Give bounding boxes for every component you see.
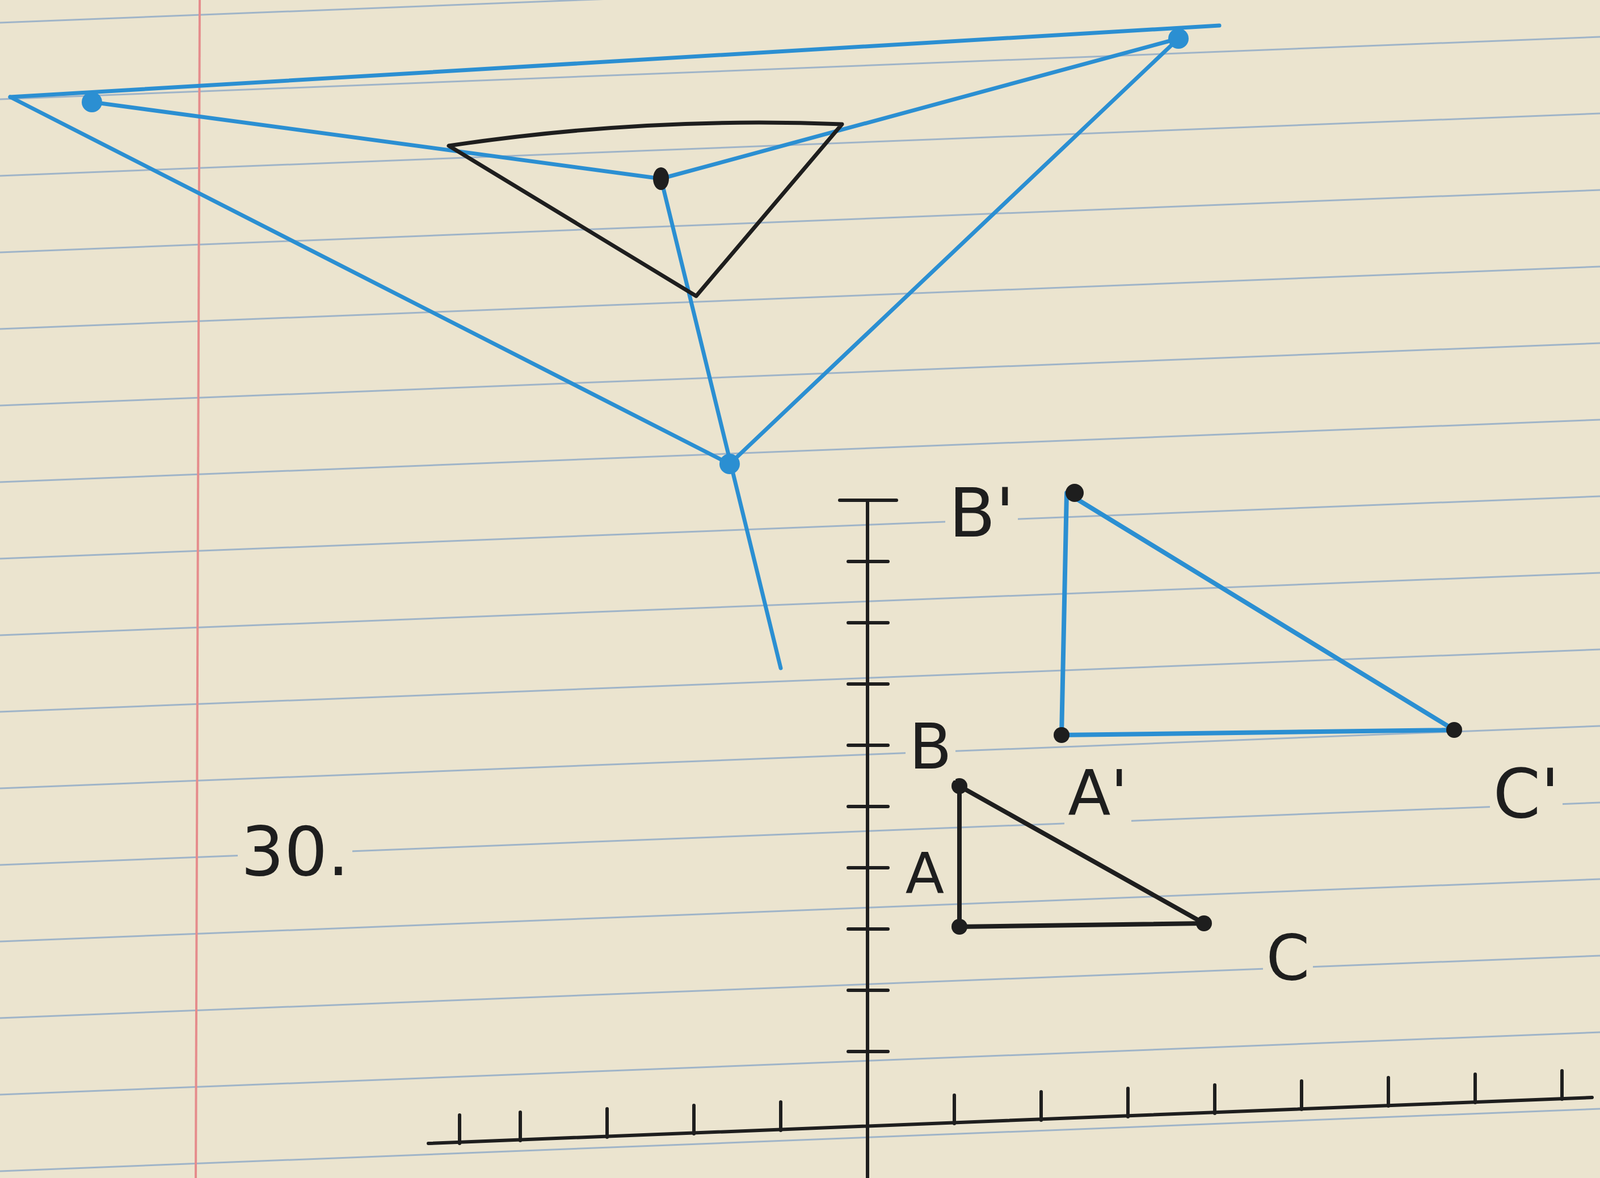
margin-line bbox=[195, 0, 200, 1178]
original-triangle bbox=[448, 122, 842, 297]
vertex-label: B' bbox=[945, 477, 1018, 550]
image-vertices bbox=[1053, 483, 1463, 744]
vertex-label: A' bbox=[1064, 761, 1132, 828]
axes bbox=[428, 500, 1593, 1178]
blue-construction bbox=[10, 25, 1220, 669]
blue-vertices bbox=[81, 28, 1189, 475]
vertex-label: A bbox=[902, 844, 948, 904]
vertex-label: C' bbox=[1489, 758, 1564, 831]
problem-number: 30. bbox=[237, 816, 353, 888]
vertex-label: C bbox=[1262, 925, 1314, 992]
triangle-image bbox=[1061, 493, 1455, 736]
vertex-label: B bbox=[905, 714, 955, 781]
center-dot bbox=[653, 167, 669, 191]
